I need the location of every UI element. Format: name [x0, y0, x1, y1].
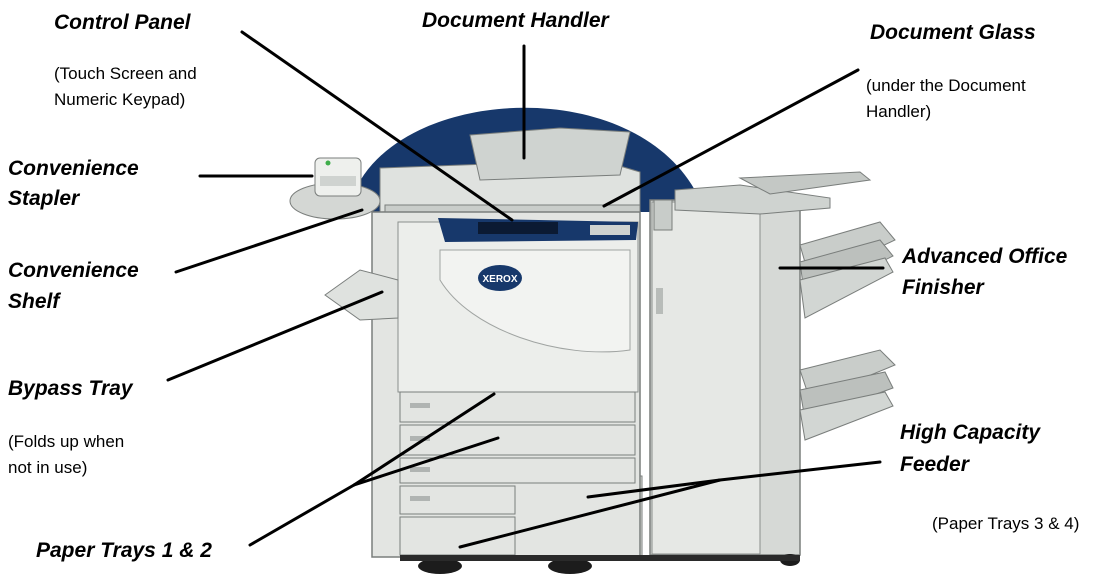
note-document-glass-line1: (under the Document — [866, 74, 1026, 98]
note-high-capacity-feeder: (Paper Trays 3 & 4) — [932, 512, 1079, 536]
xerox-logo: XEROX — [482, 274, 517, 285]
note-bypass-tray-line2: not in use) — [8, 456, 87, 480]
label-bypass-tray: Bypass Tray — [8, 376, 133, 402]
paper-tray-2 — [400, 425, 635, 455]
paper-tray-1 — [400, 392, 635, 422]
note-document-glass-line2: Handler) — [866, 100, 931, 124]
label-document-glass: Document Glass — [870, 20, 1036, 46]
label-paper-trays-1-2: Paper Trays 1 & 2 — [36, 538, 212, 564]
label-advanced-office-finisher-line1: Advanced Office — [902, 244, 1067, 270]
label-advanced-office-finisher-line2: Finisher — [902, 275, 984, 301]
leader-paper-trays-c — [250, 485, 354, 545]
label-convenience-shelf-line1: Convenience — [8, 258, 139, 284]
note-bypass-tray-line1: (Folds up when — [8, 430, 124, 454]
label-convenience-shelf-line2: Shelf — [8, 289, 59, 315]
label-convenience-stapler-line2: Stapler — [8, 186, 79, 212]
label-high-capacity-feeder-line1: High Capacity — [900, 420, 1040, 446]
label-control-panel: Control Panel — [54, 10, 191, 36]
note-control-panel-line1: (Touch Screen and — [54, 62, 197, 86]
label-convenience-stapler-line1: Convenience — [8, 156, 139, 182]
label-document-handler: Document Handler — [422, 8, 609, 34]
note-control-panel-line2: Numeric Keypad) — [54, 88, 185, 112]
label-high-capacity-feeder-line2: Feeder — [900, 452, 969, 478]
leader-bypass-tray — [168, 292, 382, 380]
leader-convenience-shelf — [176, 210, 362, 272]
